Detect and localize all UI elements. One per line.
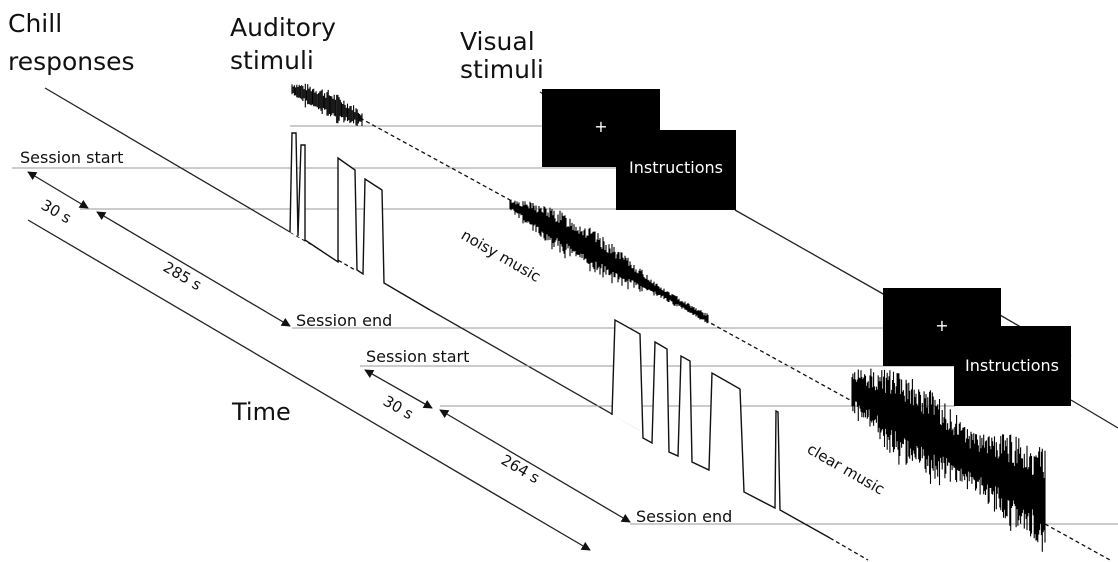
visual-header-line2: stimuli: [460, 55, 544, 84]
s1-instructions-screen: Instructions: [616, 130, 736, 210]
s2-main-duration-label: 264 s: [498, 451, 543, 487]
s1-music-label: noisy music: [458, 226, 544, 286]
s2-clear-music-waveform: [851, 368, 1046, 552]
s2-auditory-axis-tail: [1044, 523, 1111, 561]
s1-short-audio-waveform: [291, 83, 363, 126]
chill-header-line1: Chill: [8, 9, 62, 38]
s1-pre-duration-label: 30 s: [38, 196, 75, 228]
s2-music-label: clear music: [804, 440, 888, 499]
s2-session-start-label: Session start: [366, 347, 469, 366]
s1-chill-response-pulses: [289, 132, 431, 311]
time-axis-arrow: [27, 219, 591, 551]
s1-fixation-cross: +: [594, 117, 607, 136]
s1-auditory-axis: [359, 117, 511, 201]
s1-visual-axis: [734, 209, 886, 296]
auditory-header-line1: Auditory: [230, 13, 336, 42]
s2-fixation-cross: +: [935, 316, 948, 335]
s2-pre-duration-arrow: [364, 369, 433, 409]
s1-chill-axis: [44, 87, 291, 233]
s2-chill-response-pulses: [611, 318, 831, 539]
time-axis-label: Time: [231, 398, 291, 426]
s1-pre-duration-arrow: [27, 171, 89, 209]
chill-header-line2: responses: [8, 47, 135, 76]
s1-session-end-label: Session end: [296, 311, 392, 330]
s1-main-duration-arrow: [96, 211, 291, 327]
s1-main-duration-label: 285 s: [160, 258, 205, 294]
s1-session-start-label: Session start: [20, 148, 123, 167]
s1-noisy-music-waveform: [509, 199, 709, 324]
auditory-header-line2: stimuli: [230, 46, 314, 75]
s2-session-end-label: Session end: [636, 507, 732, 526]
s2-visual-axis: [1070, 399, 1118, 429]
visual-header-line1: Visual: [460, 27, 535, 56]
s2-main-duration-arrow: [439, 409, 631, 523]
s2-instructions-screen: Instructions: [954, 326, 1071, 406]
s1-instructions-label: Instructions: [629, 158, 723, 177]
s2-instructions-label: Instructions: [965, 356, 1059, 375]
s2-chill-axis-tail: [829, 537, 869, 561]
